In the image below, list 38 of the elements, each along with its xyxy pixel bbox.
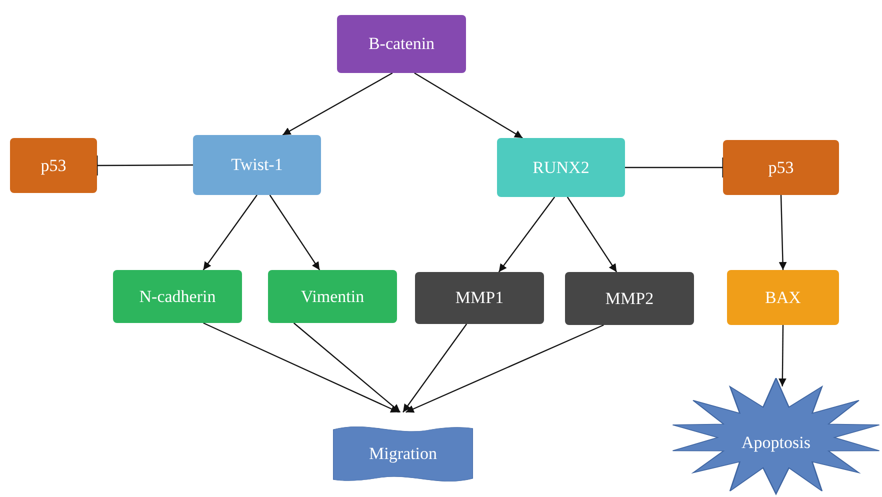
- inhibition-line: [625, 156, 724, 178]
- arrow: [282, 72, 393, 136]
- node-label: Migration: [369, 444, 437, 464]
- process-box: [268, 270, 397, 323]
- process-box: [337, 15, 466, 73]
- node-label: Vimentin: [300, 286, 364, 306]
- process-box: [10, 138, 97, 193]
- node-label: MMP1: [455, 288, 504, 308]
- node-label: B-catenin: [368, 34, 435, 54]
- node-label: RUNX2: [532, 158, 590, 178]
- arrow: [778, 194, 787, 270]
- process-box: [727, 270, 839, 325]
- process-box: [193, 135, 321, 195]
- starburst-shape: [670, 378, 882, 497]
- arrow: [203, 322, 400, 413]
- node-label: MMP2: [605, 288, 654, 308]
- arrow: [566, 196, 618, 272]
- arrow: [406, 324, 604, 413]
- arrow: [402, 324, 468, 413]
- process-box: [415, 272, 544, 324]
- node-label: BAX: [765, 288, 801, 308]
- wavy-banner: [333, 425, 473, 483]
- node-label: p53: [768, 158, 794, 178]
- node-label: Apoptosis: [742, 432, 810, 452]
- arrow: [269, 194, 320, 270]
- process-box: [565, 272, 694, 325]
- process-box: [113, 270, 242, 323]
- inhibition-line: [96, 154, 193, 176]
- arrow: [778, 325, 786, 386]
- node-label: p53: [40, 156, 66, 176]
- arrow: [202, 194, 258, 270]
- process-box: [723, 140, 839, 195]
- arrow: [414, 72, 523, 139]
- process-box: [497, 138, 625, 197]
- node-label: Twist-1: [231, 155, 283, 175]
- arrow: [498, 196, 556, 272]
- node-label: N-cadherin: [139, 286, 216, 306]
- arrow: [293, 322, 401, 413]
